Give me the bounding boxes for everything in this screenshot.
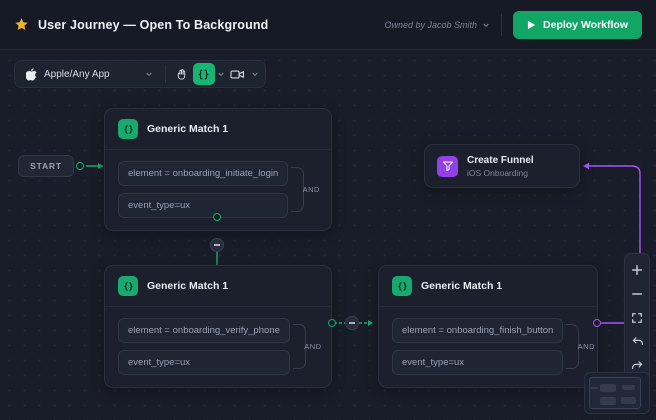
node2-output-port[interactable] — [328, 319, 336, 327]
operator-label: AND — [304, 342, 321, 351]
fit-to-screen-icon[interactable] — [626, 307, 648, 328]
condition-pill[interactable]: element = onboarding_finish_button — [392, 318, 563, 343]
edge-collapse-button[interactable] — [345, 316, 359, 330]
node-header: Generic Match 1 — [105, 109, 331, 150]
code-brackets-icon — [392, 276, 412, 296]
start-node[interactable]: START — [18, 155, 74, 177]
condition-pill[interactable]: element = onboarding_verify_phone — [118, 318, 290, 343]
minimap-node — [600, 384, 616, 392]
code-brackets-icon[interactable] — [193, 63, 215, 85]
operator-label: AND — [578, 342, 595, 351]
minimap-node — [600, 397, 616, 405]
funnel-texts: Create Funnel iOS Onboarding — [467, 155, 534, 178]
minimap-node — [621, 397, 636, 404]
play-icon — [527, 20, 536, 30]
minimap[interactable] — [584, 372, 650, 414]
chevron-down-icon — [482, 21, 490, 29]
operator-group: AND — [290, 318, 324, 375]
code-tool-chevron-down-icon[interactable] — [215, 70, 227, 78]
code-brackets-icon — [118, 276, 138, 296]
header-right: Owned by Jacob Smith Deploy Workflow — [384, 11, 642, 39]
node-card-generic-match-3[interactable]: Generic Match 1 element = onboarding_fin… — [378, 265, 598, 388]
owner-dropdown[interactable]: Owned by Jacob Smith — [384, 20, 490, 30]
condition-pill[interactable]: event_type=ux — [392, 350, 563, 375]
canvas-toolbar: Apple/Any App — [14, 60, 266, 88]
workflow-canvas[interactable]: Apple/Any App — [0, 50, 656, 420]
condition-pill[interactable]: element = onboarding_initiate_login — [118, 161, 288, 186]
toolbar-divider — [165, 65, 166, 83]
deploy-workflow-button[interactable]: Deploy Workflow — [513, 11, 642, 39]
star-icon[interactable] — [14, 17, 29, 32]
code-brackets-icon — [118, 119, 138, 139]
hand-icon[interactable] — [171, 63, 193, 85]
node-body: element = onboarding_verify_phone event_… — [105, 307, 331, 387]
condition-list: element = onboarding_finish_button event… — [392, 318, 563, 375]
video-camera-icon[interactable] — [227, 63, 249, 85]
owner-label: Owned by Jacob Smith — [384, 20, 477, 30]
funnel-icon — [437, 156, 458, 177]
node-header: Generic Match 1 — [379, 266, 597, 307]
video-tool-chevron-down-icon[interactable] — [249, 70, 261, 78]
header-left: User Journey — Open To Background — [14, 17, 268, 32]
undo-arrow-icon[interactable] — [626, 331, 648, 352]
node3-output-port[interactable] — [593, 319, 601, 327]
node-card-create-funnel[interactable]: Create Funnel iOS Onboarding — [424, 144, 580, 188]
minimap-node — [622, 385, 635, 390]
condition-list: element = onboarding_verify_phone event_… — [118, 318, 290, 375]
condition-list: element = onboarding_initiate_login even… — [118, 161, 288, 218]
app-selector-dropdown[interactable]: Apple/Any App — [19, 68, 160, 81]
page-title: User Journey — Open To Background — [38, 18, 268, 32]
edge-collapse-button[interactable] — [210, 238, 224, 252]
plus-icon[interactable] — [626, 259, 648, 280]
funnel-subtitle: iOS Onboarding — [467, 168, 534, 178]
canvas-controls — [624, 253, 650, 382]
node-card-generic-match-2[interactable]: Generic Match 1 element = onboarding_ver… — [104, 265, 332, 388]
condition-pill[interactable]: event_type=ux — [118, 193, 288, 218]
node-title: Generic Match 1 — [147, 123, 228, 135]
start-output-port[interactable] — [76, 162, 84, 170]
header-divider — [501, 14, 502, 36]
operator-label: AND — [303, 185, 320, 194]
minus-icon[interactable] — [626, 283, 648, 304]
node-body: element = onboarding_finish_button event… — [379, 307, 597, 387]
app-header: User Journey — Open To Background Owned … — [0, 0, 656, 50]
node-title: Generic Match 1 — [147, 280, 228, 292]
app-selector-label: Apple/Any App — [44, 69, 110, 80]
start-label: START — [30, 161, 62, 171]
minimap-viewport — [589, 377, 641, 409]
chevron-down-icon — [145, 70, 153, 78]
node-title: Generic Match 1 — [421, 280, 502, 292]
node-header: Generic Match 1 — [105, 266, 331, 307]
condition-pill[interactable]: event_type=ux — [118, 350, 290, 375]
operator-group: AND — [563, 318, 597, 375]
node1-output-port[interactable] — [213, 213, 221, 221]
apple-icon — [26, 68, 37, 81]
operator-group: AND — [288, 161, 322, 218]
deploy-workflow-label: Deploy Workflow — [543, 19, 628, 31]
minimap-edge — [591, 387, 598, 389]
funnel-title: Create Funnel — [467, 155, 534, 166]
